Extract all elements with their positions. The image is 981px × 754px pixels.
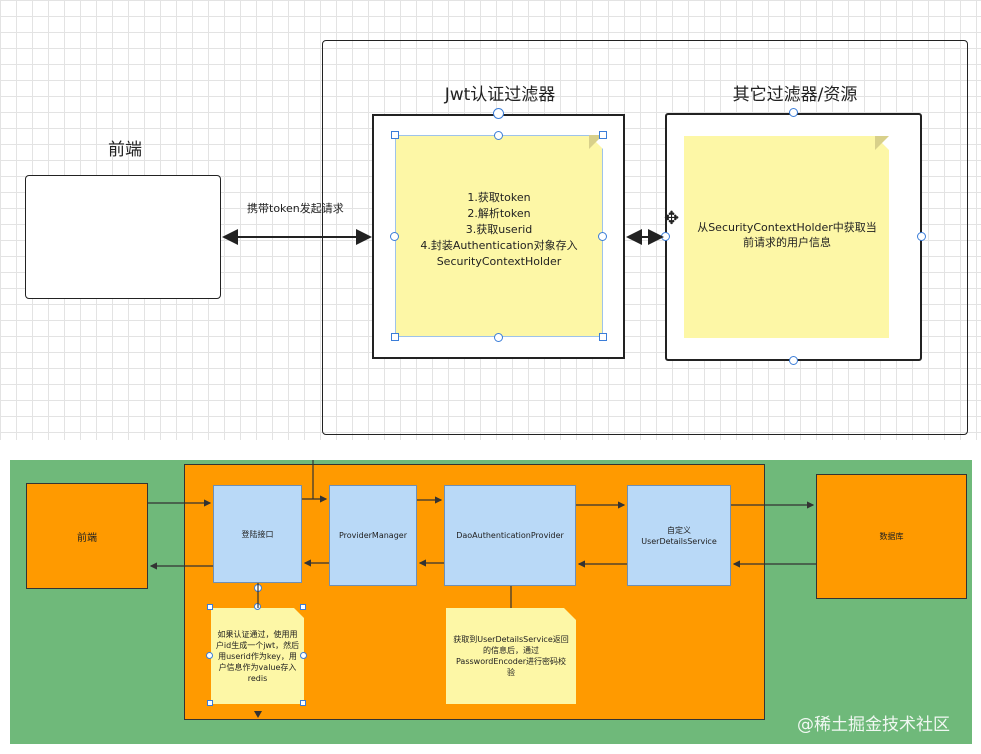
bottom-frontend-box[interactable]: 前端 <box>26 483 148 589</box>
login-note-handle-tr[interactable] <box>300 604 306 610</box>
login-note[interactable]: 如果认证通过，使用用户id生成一个jwt，然后用userid作为key，用户信息… <box>211 608 304 704</box>
login-note-point-right[interactable] <box>300 652 307 659</box>
dao-provider-box[interactable]: DaoAuthenticationProvider <box>444 485 576 586</box>
login-note-handle-bl[interactable] <box>207 700 213 706</box>
watermark: @稀土掘金技术社区 <box>797 715 950 735</box>
connection-point-right[interactable] <box>598 232 607 241</box>
bottom-frontend-label: 前端 <box>77 532 97 544</box>
jwt-note-line-4: 4.封装Authentication对象存入 <box>420 239 578 252</box>
other-connection-bottom[interactable] <box>789 356 798 365</box>
connection-point-bottom[interactable] <box>494 333 503 342</box>
other-note[interactable] <box>684 136 889 338</box>
resize-handle-br[interactable] <box>599 333 607 341</box>
login-note-fold <box>294 608 304 618</box>
frontend-box[interactable] <box>25 175 221 299</box>
user-details-service-box[interactable]: 自定义 UserDetailsService <box>627 485 731 586</box>
jwt-note-line-2: 2.解析token <box>467 207 531 220</box>
login-note-handle-tl[interactable] <box>207 604 213 610</box>
login-endpoint-label: 登陆接口 <box>241 529 274 539</box>
provider-manager-box[interactable]: ProviderManager <box>329 485 417 586</box>
dao-note-fold <box>564 608 576 620</box>
dao-provider-label: DaoAuthenticationProvider <box>456 531 564 540</box>
jwt-note-text: 1.获取token 2.解析token 3.获取userid 4.封装Authe… <box>395 190 603 270</box>
login-note-handle-br[interactable] <box>300 700 306 706</box>
login-note-down-arrow <box>254 711 262 718</box>
provider-manager-label: ProviderManager <box>338 531 407 540</box>
other-note-fold-shade <box>875 136 889 150</box>
other-note-text: 从SecurityContextHolder中获取当前请求的用户信息 <box>697 221 877 249</box>
jwt-filter-title: Jwt认证过滤器 <box>444 85 556 105</box>
database-label: 数据库 <box>879 532 904 541</box>
connection-point-top[interactable] <box>494 131 503 140</box>
other-connection-right[interactable] <box>917 232 926 241</box>
login-note-text: 如果认证通过，使用用户id生成一个jwt，然后用userid作为key，用户信息… <box>215 629 300 683</box>
rotate-handle[interactable] <box>493 108 504 119</box>
resize-handle-tr[interactable] <box>599 131 607 139</box>
section-divider <box>0 440 981 460</box>
request-arrow-label: 携带token发起请求 <box>247 202 344 215</box>
jwt-note-line-1: 1.获取token <box>467 191 531 204</box>
move-cursor-icon: ✥ <box>664 208 680 229</box>
resize-handle-bl[interactable] <box>391 333 399 341</box>
dao-note[interactable]: 获取到UserDetailsService返回的信息后，通过PasswordEn… <box>446 608 576 704</box>
login-endpoint-box[interactable]: 登陆接口 <box>213 485 302 583</box>
frontend-title: 前端 <box>108 140 142 160</box>
dao-note-text: 获取到UserDetailsService返回的信息后，通过PasswordEn… <box>453 635 569 677</box>
connection-point-left[interactable] <box>390 232 399 241</box>
database-box[interactable]: 数据库 <box>816 474 967 599</box>
resize-handle-tl[interactable] <box>391 131 399 139</box>
jwt-note-line-3: 3.获取userid <box>465 223 533 236</box>
login-note-point-left[interactable] <box>206 652 213 659</box>
jwt-note-line-5: SecurityContextHolder <box>436 255 562 268</box>
uds-label-line1: 自定义 <box>667 525 691 535</box>
uds-label-line2: UserDetailsService <box>641 536 717 546</box>
other-filter-title: 其它过滤器/资源 <box>732 85 858 105</box>
other-connection-top[interactable] <box>789 108 798 117</box>
